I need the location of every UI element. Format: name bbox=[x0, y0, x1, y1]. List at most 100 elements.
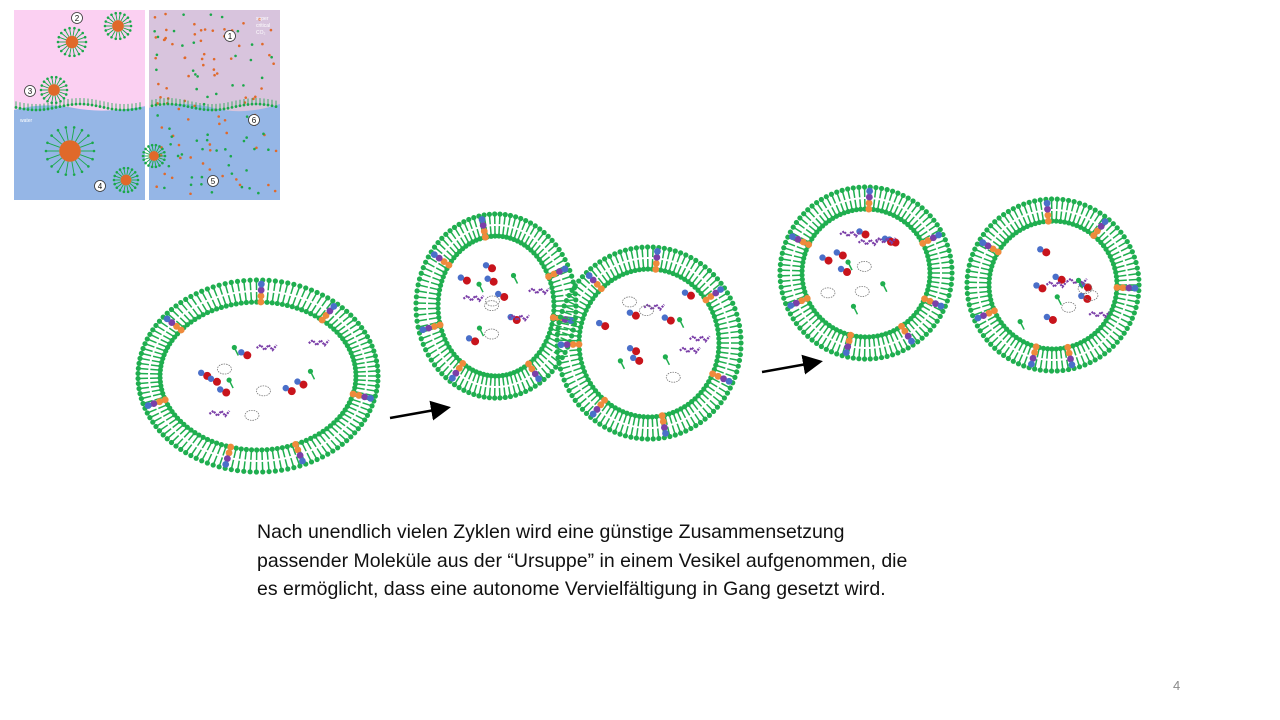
interior-molecule bbox=[687, 292, 695, 300]
membrane-protein bbox=[590, 411, 597, 418]
lipid-head bbox=[194, 291, 199, 296]
lipid-head bbox=[920, 205, 925, 210]
lipid-head bbox=[439, 371, 444, 376]
lipid-head bbox=[845, 186, 850, 191]
free-lipid-head bbox=[880, 281, 885, 286]
interior-molecule bbox=[217, 386, 223, 392]
lipid-head bbox=[602, 424, 607, 429]
lipid-head bbox=[239, 300, 244, 305]
lipid-head bbox=[523, 389, 528, 394]
lipid-head bbox=[673, 432, 678, 437]
lipid-head bbox=[217, 464, 222, 469]
lipid-head bbox=[938, 227, 943, 232]
lipid-head bbox=[577, 352, 582, 357]
lipid-head bbox=[566, 293, 571, 298]
lipid-head bbox=[551, 294, 556, 299]
membrane-protein bbox=[975, 315, 982, 322]
membrane-protein bbox=[482, 234, 489, 241]
membrane-protein bbox=[1069, 361, 1076, 368]
lipid-head bbox=[555, 355, 560, 360]
lipid-head bbox=[234, 301, 239, 306]
lipid-head bbox=[992, 346, 997, 351]
lipid-head bbox=[1097, 354, 1102, 359]
lipid-head bbox=[566, 388, 571, 393]
lipid-head bbox=[588, 266, 593, 271]
lipid-head bbox=[1115, 340, 1120, 345]
lipid-head bbox=[702, 416, 707, 421]
lipid-head bbox=[219, 442, 224, 447]
lipid-head bbox=[577, 334, 582, 339]
lipid-head bbox=[359, 325, 364, 330]
membrane-protein bbox=[1030, 355, 1037, 362]
lipid-head bbox=[949, 276, 954, 281]
lipid-head bbox=[718, 281, 723, 286]
interior-molecule bbox=[632, 347, 640, 355]
lipid-head bbox=[330, 448, 335, 453]
lipid-head bbox=[634, 245, 639, 250]
lipid-head bbox=[438, 283, 443, 288]
lipid-head bbox=[662, 246, 667, 251]
rna-strand bbox=[622, 297, 636, 307]
lipid-head bbox=[194, 456, 199, 461]
membrane-protein bbox=[564, 341, 571, 348]
lipid-head bbox=[738, 340, 743, 345]
lipid-head bbox=[435, 301, 440, 306]
membrane-protein bbox=[226, 449, 233, 456]
lipid-head bbox=[443, 232, 448, 237]
lipid-head bbox=[244, 447, 249, 452]
lipid-head bbox=[779, 256, 784, 261]
lipid-head bbox=[299, 440, 304, 445]
lipid-head bbox=[352, 430, 357, 435]
membrane-protein bbox=[908, 338, 915, 345]
lipid-head bbox=[725, 290, 730, 295]
lipid-head bbox=[247, 469, 252, 474]
lipid-head bbox=[235, 279, 240, 284]
membrane-protein bbox=[258, 281, 265, 288]
lipid-head bbox=[801, 211, 806, 216]
lipid-head bbox=[492, 395, 497, 400]
membrane-protein bbox=[1114, 284, 1121, 291]
lipid-head bbox=[508, 213, 513, 218]
lipid-head bbox=[716, 345, 721, 350]
lipid-head bbox=[560, 372, 565, 377]
interior-chain bbox=[463, 296, 483, 301]
lipid-head bbox=[1049, 196, 1054, 201]
lipid-head bbox=[209, 308, 214, 313]
lipid-head bbox=[783, 240, 788, 245]
lipid-head bbox=[436, 296, 441, 301]
lipid-head bbox=[416, 282, 421, 287]
lipid-head bbox=[788, 311, 793, 316]
free-lipid-head bbox=[845, 260, 850, 265]
lipid-head bbox=[436, 292, 441, 297]
lipid-head bbox=[711, 272, 716, 277]
membrane-protein bbox=[866, 194, 873, 201]
lipid-head bbox=[291, 465, 296, 470]
membrane-protein bbox=[367, 395, 374, 402]
lipid-head bbox=[910, 198, 915, 203]
lipid-head bbox=[487, 212, 492, 217]
lipid-head bbox=[169, 440, 174, 445]
lipid-head bbox=[244, 300, 249, 305]
lipid-head bbox=[359, 422, 364, 427]
lipid-head bbox=[340, 442, 345, 447]
lipid-head bbox=[259, 447, 264, 452]
interior-molecule bbox=[843, 268, 851, 276]
lipid-head bbox=[943, 237, 948, 242]
membrane-protein bbox=[480, 222, 487, 229]
caption: Nach unendlich vielen Zyklen wird eine g… bbox=[257, 518, 1017, 604]
lipid-head bbox=[548, 281, 553, 286]
lipid-head bbox=[558, 314, 563, 319]
membrane-protein bbox=[145, 402, 152, 409]
interior-chain bbox=[257, 345, 277, 350]
lipid-head bbox=[303, 285, 308, 290]
lipid-head bbox=[503, 395, 508, 400]
lipid-head bbox=[533, 384, 538, 389]
lipid-head bbox=[365, 413, 370, 418]
lipid-head bbox=[558, 366, 563, 371]
lipid-head bbox=[229, 302, 234, 307]
rna-strand bbox=[666, 372, 680, 382]
lipid-head bbox=[1016, 361, 1021, 366]
lipid-head bbox=[375, 363, 380, 368]
lipid-head bbox=[809, 337, 814, 342]
